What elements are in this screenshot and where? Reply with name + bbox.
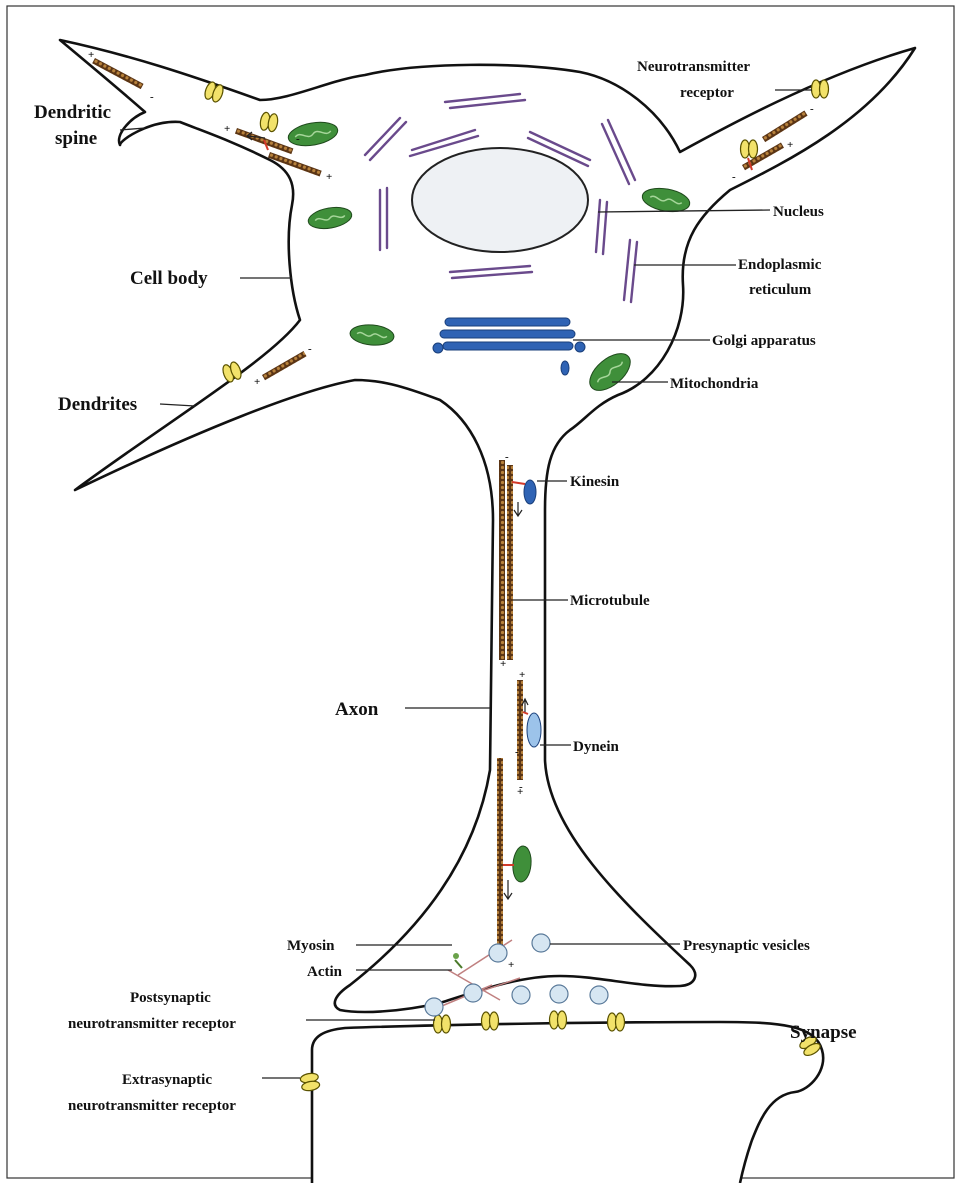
endoplasmic-reticulum-label-2: reticulum <box>749 282 812 298</box>
neurotransmitter-receptor-label-1: Neurotransmitter <box>637 59 750 75</box>
svg-text:-: - <box>732 171 736 183</box>
svg-text:-: - <box>515 746 519 758</box>
mitochondria-label: Mitochondria <box>670 376 759 392</box>
svg-text:+: + <box>517 786 523 798</box>
postsynaptic-receptor-label-2: neurotransmitter receptor <box>68 1016 236 1032</box>
cell-body-label: Cell body <box>130 268 208 289</box>
svg-text:+: + <box>88 49 94 61</box>
svg-text:-: - <box>263 151 267 163</box>
svg-text:+: + <box>519 669 525 681</box>
extrasynaptic-receptor-label-1: Extrasynaptic <box>122 1072 212 1088</box>
synapse-label: Synapse <box>790 1022 857 1043</box>
axon-label: Axon <box>335 699 379 720</box>
svg-text:+: + <box>508 959 514 971</box>
svg-text:+: + <box>500 658 506 670</box>
svg-text:+: + <box>254 376 260 388</box>
svg-text:-: - <box>505 451 509 463</box>
svg-text:+: + <box>787 139 793 151</box>
svg-text:-: - <box>296 133 300 145</box>
dendrites-label: Dendrites <box>58 394 137 415</box>
endoplasmic-reticulum-label-1: Endoplasmic <box>738 257 822 273</box>
nucleus <box>412 148 588 252</box>
dendritic-spine-label-1: Dendritic <box>34 102 111 123</box>
dendritic-spine-label-2: spine <box>55 128 97 149</box>
svg-text:+: + <box>224 123 230 135</box>
kinesin-label: Kinesin <box>570 474 620 490</box>
postsynaptic-membrane <box>312 1022 823 1183</box>
svg-text:-: - <box>308 343 312 355</box>
presynaptic-vesicles-label: Presynaptic vesicles <box>683 938 810 954</box>
postsynaptic-receptor-label-1: Postsynaptic <box>130 990 211 1006</box>
extrasynaptic-receptor-label-2: neurotransmitter receptor <box>68 1098 236 1114</box>
nucleus-label: Nucleus <box>773 204 824 220</box>
neurotransmitter-receptor-label-2: receptor <box>680 85 734 101</box>
golgi-apparatus-label: Golgi apparatus <box>712 333 816 349</box>
myosin-label: Myosin <box>287 938 335 954</box>
svg-text:-: - <box>150 91 154 103</box>
microtubule-label: Microtubule <box>570 593 650 609</box>
actin-label: Actin <box>307 964 343 980</box>
svg-text:+: + <box>326 171 332 183</box>
dynein-label: Dynein <box>573 739 620 755</box>
svg-text:-: - <box>810 103 814 115</box>
